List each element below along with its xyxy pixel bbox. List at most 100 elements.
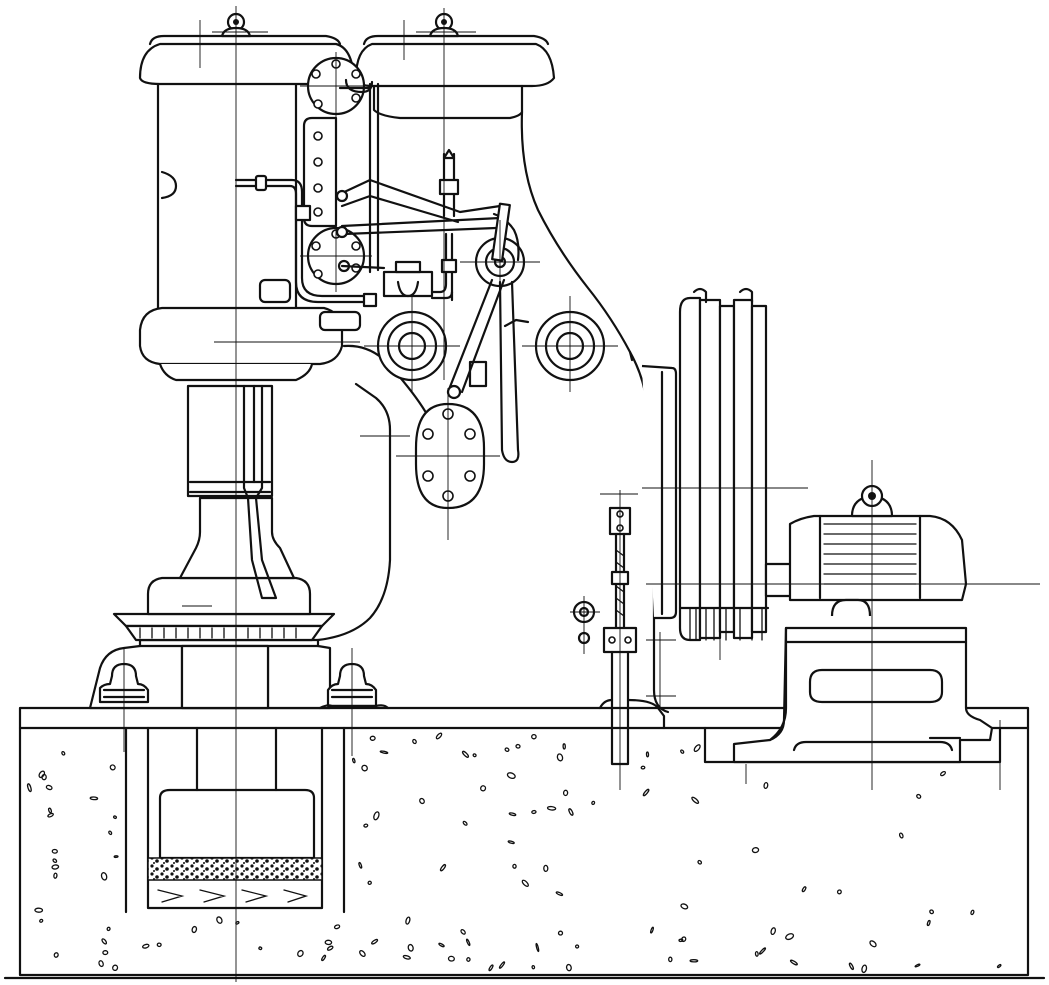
aggregate-speck [480,785,487,792]
aggregate-speck [869,940,877,948]
aggregate-speck [591,800,596,806]
aggregate-speck [113,815,117,820]
aggregate-speck [89,796,99,801]
aggregate-speck [546,805,557,811]
flywheel-pulley [678,287,794,642]
aggregate-speck [379,750,389,755]
aggregate-speck [970,909,975,916]
aggregate-speck [47,812,54,818]
concrete-foundation [3,706,1046,980]
treadle-rod [572,506,666,766]
aggregate-speck [101,938,108,945]
aggregate-speck [565,963,572,972]
aggregate-speck [438,942,445,948]
aggregate-speck [929,909,935,915]
aggregate-speck [916,793,922,799]
aggregate-speck [914,963,921,968]
aggregate-speck [326,945,334,951]
aggregate-speck [926,919,931,927]
aggregate-speck [106,926,111,932]
valve-gear [234,56,526,464]
aggregate-speck [112,964,119,972]
aggregate-speck [898,832,904,839]
aggregate-speck [680,903,689,910]
aggregate-speck [557,930,564,936]
aggregate-speck [419,797,425,805]
aggregate-speck [488,964,494,972]
aggregate-speck [668,956,673,963]
aggregate-speck [38,770,46,779]
aggregate-speck [645,751,650,758]
aggregate-speck [562,789,569,797]
electric-motor [732,484,994,764]
aggregate-speck [447,955,455,962]
aggregate-speck [52,858,58,864]
aggregate-speck [321,954,327,962]
aggregate-speck [51,864,60,870]
aggregate-speck [521,879,529,887]
aggregate-speck [156,942,162,948]
aggregate-speck [53,872,58,879]
aggregate-speck [47,807,53,814]
aggregate-speck [678,938,684,943]
aggregate-speck [359,949,366,958]
aggregate-speck [801,886,807,893]
aggregate-speck [543,864,549,873]
aggregate-speck [996,964,1002,969]
aggregate-speck [751,847,760,854]
aggregate-speck [472,753,477,758]
aggregate-speck [848,962,855,971]
aggregate-speck [697,859,703,865]
aggregate-speck [789,959,798,966]
aggregate-speck [504,747,510,753]
aggregate-speck [405,916,411,925]
aggregate-speck [358,861,363,869]
aggregate-speck [650,926,654,934]
aggregate-speck [435,732,443,740]
aggregate-speck [369,735,376,741]
aggregate-speck [113,855,119,859]
frame-column [316,110,678,714]
anvil-block [88,638,332,710]
aggregate-speck [568,808,574,816]
cylinder-head [138,12,556,382]
aggregate-speck [109,764,116,771]
center-lines [123,6,1040,982]
aggregate-speck [100,872,108,881]
aggregate-speck [555,891,564,897]
aggregate-speck [785,933,795,941]
aggregate-speck [373,811,380,821]
aggregate-speck [53,952,59,958]
aggregate-speck [407,943,414,952]
aggregate-speck [34,907,44,913]
ram [178,384,296,600]
aggregate-speck [680,749,685,754]
aggregate-speck [562,743,566,750]
aggregate-speck [216,916,223,924]
aggregate-speck [324,939,333,946]
aggregate-speck [297,949,304,958]
aggregate-speck [102,950,109,956]
aggregate-speck [506,772,516,780]
aggregate-speck [498,961,506,969]
aggregate-speck [531,733,537,740]
aggregate-speck [371,938,379,945]
aggregate-speck [507,840,515,845]
aggregate-speck [439,863,447,872]
aggregate-speck [462,820,468,826]
aggregate-speck [556,753,564,762]
aggregate-speck [640,765,646,770]
aggregate-speck [258,946,263,951]
aggregate-speck [142,943,150,949]
aggregate-speck [691,796,700,805]
aggregate-speck [333,924,341,930]
aggregate-speck [51,848,58,854]
aggregate-speck [402,954,411,960]
aggregate-speck [763,781,769,790]
aggregate-speck [861,964,868,974]
aggregate-speck [466,957,471,962]
aggregate-speck [45,784,53,791]
aggregate-speck [531,964,536,970]
